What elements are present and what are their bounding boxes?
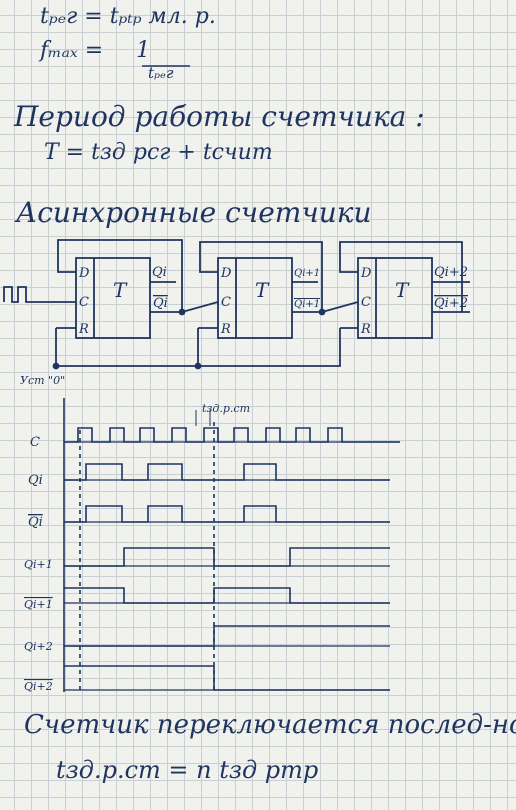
trigger-1-box (75, 257, 151, 339)
clock-pulse-symbol (3, 286, 36, 303)
timing-diagram (63, 398, 400, 692)
ff1-output-qbar: Qi (153, 296, 168, 311)
period-title: Период работы счетчика : (14, 100, 425, 133)
wave-qi1-bar (64, 587, 390, 604)
signal-label-qi1: Qi+1 (24, 558, 53, 571)
wave-qi2 (64, 625, 390, 647)
signal-label-c: C (30, 435, 40, 450)
fmax-denominator: tₚₑг (148, 64, 174, 82)
delay-label: tзд.р.ст (202, 402, 250, 415)
ff2-label-c: C (221, 295, 231, 310)
ff3-output-q: Qi+2 (434, 265, 468, 280)
signal-label-qi1-bar: Qi+1 (24, 598, 53, 611)
signal-label-qi: Qi (28, 473, 43, 488)
wave-qi2-bar (64, 665, 390, 691)
formula-fmax: fₘₐₓ = 1 (40, 38, 150, 63)
timing-labels: tзд.р.ст C Qi Qi Qi+1 Qi+1 Qi+2 Qi+2 (24, 402, 250, 693)
wave-c (64, 427, 400, 443)
formula-tpcr: tₚₑг = tₚₜₚ мл. р. (40, 4, 216, 29)
ff1-output-q: Qi (152, 265, 167, 280)
ff3-label-d: D (360, 266, 372, 281)
ff1-label-c: C (79, 295, 89, 310)
ff2-output-q: Qi+1 (294, 268, 320, 279)
signal-label-qi-bar: Qi (28, 515, 43, 530)
fmax-numerator: 1 (136, 38, 151, 63)
ff2-label-d: D (220, 266, 232, 281)
wave-qi-bar (64, 505, 390, 523)
signal-label-qi2: Qi+2 (24, 640, 53, 653)
ff3-label-c: C (361, 295, 371, 310)
fmax-lhs: fₘₐₓ = (40, 38, 104, 63)
async-counter-circuit (3, 239, 470, 370)
wave-qi1 (64, 547, 390, 567)
ff1-label-d: D (78, 266, 90, 281)
ff2-output-qbar: Qi+1 (294, 299, 320, 310)
reset-label: Уст "0" (20, 374, 65, 387)
ff1-label-r: R (78, 322, 89, 337)
ff3-label-r: R (360, 322, 371, 337)
bottom-formula: tзд.р.ст = n tзд ртр (56, 756, 319, 784)
period-formula: T = tзд рсг + tсчит (44, 140, 273, 165)
circuit-labels: D C R T Qi Qi D C R T Qi+1 Qi+1 D C R T … (20, 265, 468, 387)
wave-qi (64, 463, 390, 481)
ff1-label-t: T (113, 278, 128, 302)
ff3-output-qbar: Qi+2 (434, 296, 468, 311)
ff2-label-t: T (255, 278, 270, 302)
ff3-label-t: T (395, 278, 410, 302)
trigger-2-box (217, 257, 293, 339)
signal-label-qi2-bar: Qi+2 (24, 680, 53, 693)
ff2-label-r: R (220, 322, 231, 337)
async-counters-title: Асинхронные счетчики (16, 196, 372, 229)
bottom-statement: Счетчик переключается послед-но (24, 710, 516, 740)
trigger-3-box (357, 257, 433, 339)
